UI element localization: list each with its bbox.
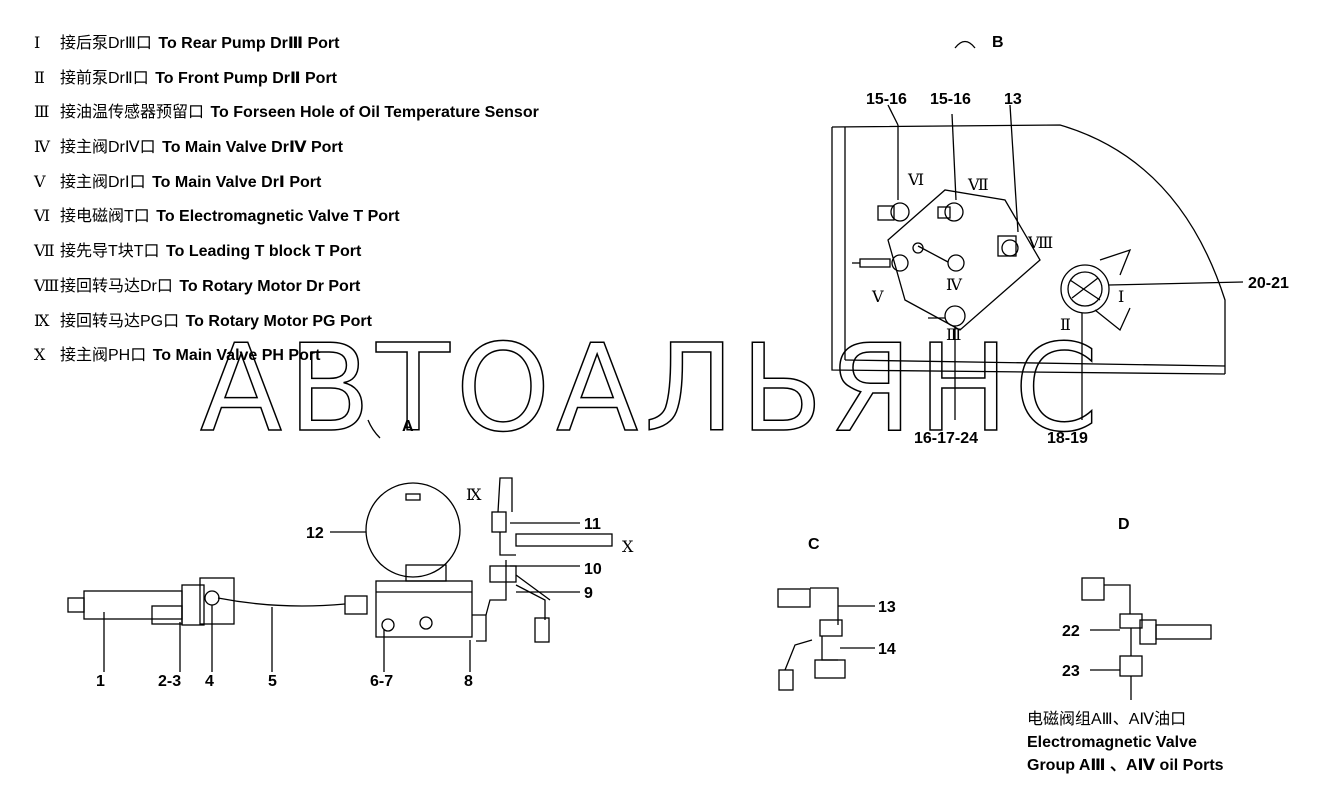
legend-numeral: Ⅸ (34, 312, 50, 330)
callout-5: 5 (268, 673, 277, 690)
port-legend: Ⅰ 接后泵DrⅢ口 To Rear Pump DrⅢ Port Ⅱ 接前泵DrⅡ口 … (34, 30, 539, 377)
legend-en: To Front Pump DrⅡ Port (155, 69, 337, 87)
fitting-port-8 (997, 104, 1019, 257)
callout-6-7: 6-7 (370, 673, 393, 690)
legend-en: To Leading T block T Port (166, 243, 362, 261)
legend-cn: 接主阀PH口 (60, 347, 147, 365)
callout-13-c: 13 (878, 599, 896, 616)
legend-item: Ⅹ 接主阀PH口 To Main Valve PH Port (34, 342, 539, 377)
legend-item: Ⅰ 接后泵DrⅢ口 To Rear Pump DrⅢ Port (34, 30, 539, 65)
legend-numeral: Ⅳ (34, 139, 50, 157)
note-cn: 电磁阀组AⅢ、AⅣ油口 (1027, 711, 1187, 728)
legend-item: Ⅶ 接先导T块T口 To Leading T block T Port (34, 238, 539, 273)
legend-numeral: Ⅹ (34, 347, 46, 365)
legend-numeral: Ⅶ (34, 243, 55, 261)
callout-11: 11 (584, 516, 601, 533)
callout-23: 23 (1062, 663, 1080, 680)
legend-en: To Rear Pump DrⅢ Port (158, 35, 340, 52)
legend-cn: 接回转马达PG口 (60, 312, 180, 330)
callout-15-16-b: 15-16 (930, 91, 971, 108)
legend-cn: 接后泵DrⅢ口 (60, 35, 152, 52)
view-label-a: A (402, 418, 414, 435)
legend-item: Ⅳ 接主阀DrⅣ口 To Main Valve DrⅣ Port (34, 134, 539, 169)
legend-cn: 接回转马达Dr口 (60, 277, 173, 295)
port-label-1: Ⅰ (1118, 289, 1124, 306)
legend-en: To Rotary Motor Dr Port (179, 277, 361, 295)
legend-item: Ⅴ 接主阀DrⅠ口 To Main Valve DrⅠ Port (34, 169, 539, 204)
view-c-drawing (777, 587, 875, 691)
callout-2-3: 2-3 (158, 673, 181, 690)
fitting-port-1-2 (1060, 248, 1244, 420)
callout-16-17-24: 16-17-24 (914, 430, 978, 447)
callout-12: 12 (306, 525, 324, 542)
port-label-2: Ⅱ (1060, 317, 1071, 334)
legend-numeral: Ⅷ (34, 277, 60, 295)
legend-cn: 接先导T块T口 (60, 243, 160, 261)
fitting-port-3 (928, 305, 966, 420)
legend-item: Ⅲ 接油温传感器预留口 To Forseen Hole of Oil Temper… (34, 99, 539, 134)
legend-en: To Rotary Motor PG Port (185, 312, 372, 330)
callout-22: 22 (1062, 623, 1080, 640)
callout-13: 13 (1004, 91, 1022, 108)
callout-18-19: 18-19 (1047, 430, 1088, 447)
port-label-9: Ⅸ (466, 487, 482, 504)
view-label-b: B (992, 34, 1004, 51)
legend-cn: 接主阀DrⅠ口 (60, 173, 146, 191)
callout-10: 10 (584, 561, 602, 578)
legend-item: Ⅵ 接电磁阀T口 To Electromagnetic Valve T Port (34, 203, 539, 238)
legend-en: To Forseen Hole of Oil Temperature Senso… (210, 104, 539, 122)
legend-cn: 接前泵DrⅡ口 (60, 69, 149, 87)
fitting-port-6 (877, 125, 910, 222)
legend-numeral: Ⅵ (34, 208, 51, 226)
view-a-drawing (67, 419, 613, 643)
legend-en: To Electromagnetic Valve T Port (156, 208, 400, 226)
view-d-note: 电磁阀组AⅢ、AⅣ油口 Electromagnetic Valve Group … (1027, 708, 1224, 777)
legend-item: Ⅷ接回转马达Dr口 To Rotary Motor Dr Port (34, 273, 539, 308)
legend-en: To Main Valve DrⅣ Port (162, 139, 343, 157)
callout-8: 8 (464, 673, 473, 690)
fitting-port-5 (852, 254, 909, 272)
fitting-port-4 (912, 242, 965, 272)
legend-numeral: Ⅲ (34, 104, 50, 122)
callout-9: 9 (584, 585, 593, 602)
port-label-5: Ⅴ (871, 289, 884, 306)
callout-1: 1 (96, 673, 105, 690)
port-label-4: Ⅳ (946, 277, 963, 294)
port-label-10: Ⅹ (622, 539, 634, 556)
port-label-8: Ⅷ (1027, 235, 1053, 252)
legend-item: Ⅱ 接前泵DrⅡ口 To Front Pump DrⅡ Port (34, 65, 539, 100)
view-d-drawing (1081, 577, 1212, 700)
callout-15-16-a: 15-16 (866, 91, 907, 108)
fitting-port-7 (937, 113, 964, 222)
view-label-d: D (1118, 516, 1130, 533)
legend-cn: 接电磁阀T口 (60, 208, 150, 226)
legend-en: To Main Valve PH Port (152, 347, 321, 365)
legend-cn: 接主阀DrⅣ口 (60, 139, 156, 157)
port-label-6: Ⅵ (907, 172, 924, 189)
legend-numeral: Ⅱ (34, 69, 45, 87)
callout-4: 4 (205, 673, 214, 690)
note-en-line1: Electromagnetic Valve (1027, 734, 1197, 751)
callout-20-21: 20-21 (1248, 275, 1289, 292)
legend-en: To Main Valve DrⅠ Port (152, 173, 322, 191)
port-label-7: Ⅶ (967, 177, 989, 194)
watermark: АВТОАЛЬЯНС (199, 320, 1105, 459)
note-en-line2: Group AⅢ 、AⅣ oil Ports (1027, 757, 1224, 774)
callout-14: 14 (878, 641, 896, 658)
view-b-drawing (831, 40, 1244, 420)
view-label-c: C (808, 536, 820, 553)
legend-item: Ⅸ 接回转马达PG口 To Rotary Motor PG Port (34, 308, 539, 343)
port-label-3: Ⅲ (946, 327, 961, 344)
legend-numeral: Ⅴ (34, 173, 46, 191)
legend-numeral: Ⅰ (34, 35, 41, 52)
legend-cn: 接油温传感器预留口 (60, 104, 205, 122)
